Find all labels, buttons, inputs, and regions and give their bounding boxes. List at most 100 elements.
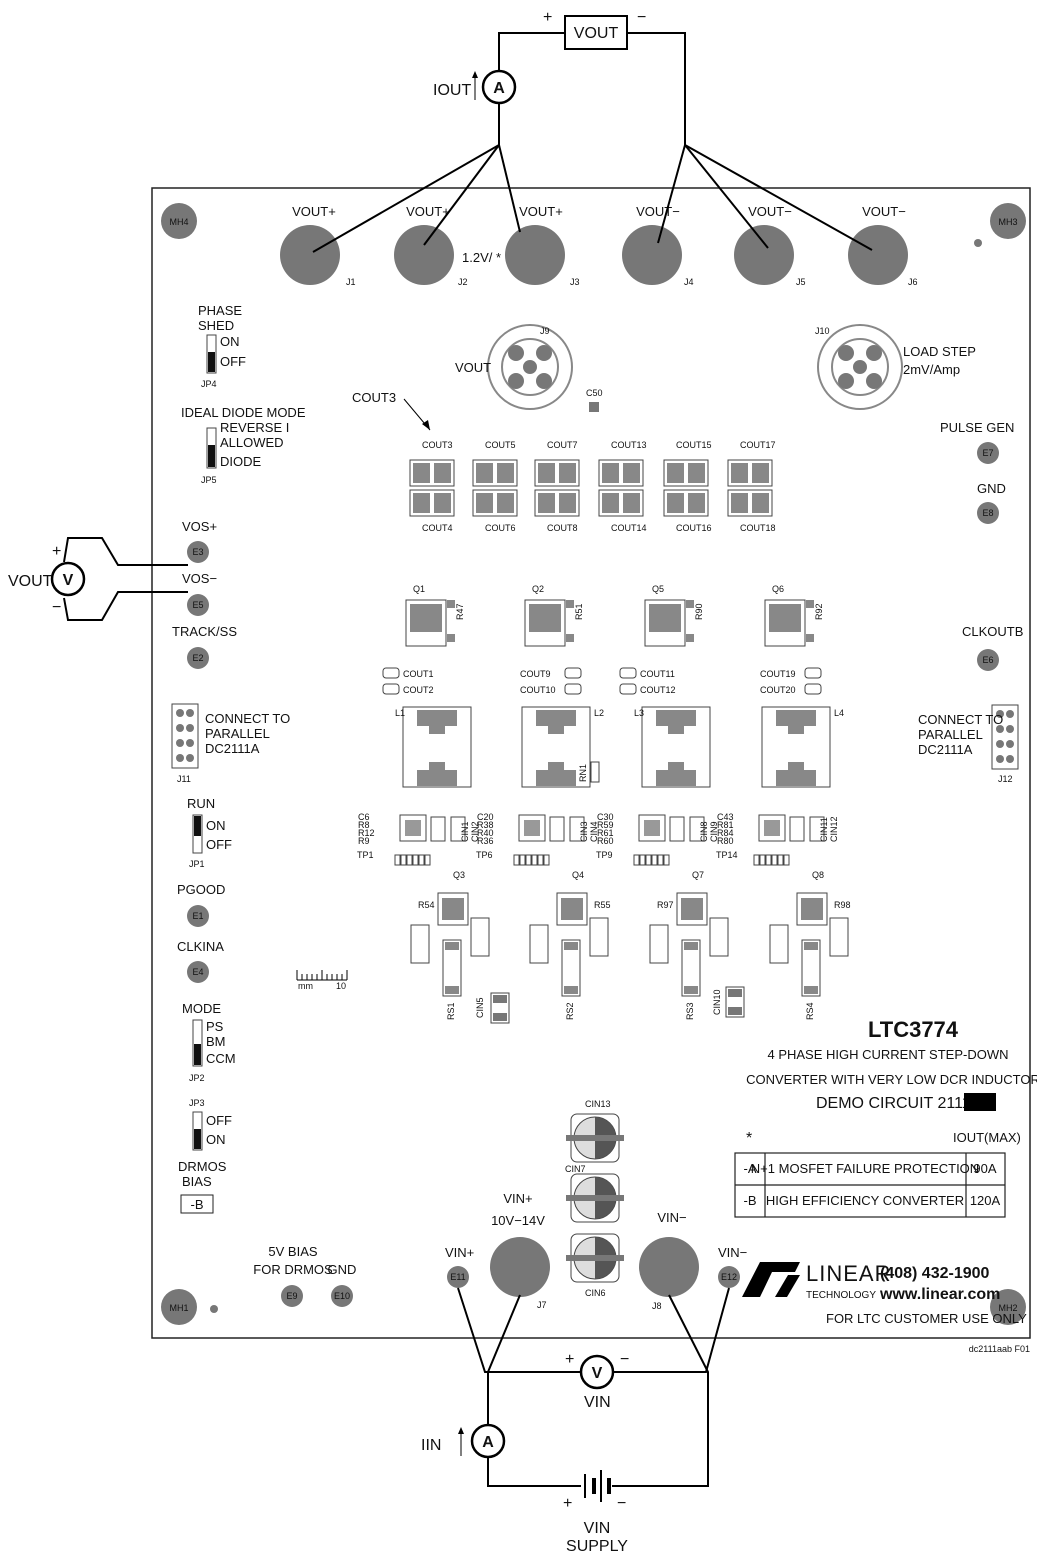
phase-shed-on: ON <box>220 334 240 349</box>
inductor-2: L3 <box>634 708 644 718</box>
e5-ref: E5 <box>192 600 203 610</box>
cin-b-2: CIN9 <box>709 821 719 842</box>
ammeter-in-label: A <box>482 1434 494 1451</box>
terminal-j8[interactable] <box>639 1237 699 1297</box>
tp-ref-2: TP9 <box>596 850 613 860</box>
cout-bot-5: COUT18 <box>740 523 776 533</box>
phase-shed-off: OFF <box>220 354 246 369</box>
vin-meter-minus: − <box>620 1351 629 1368</box>
vout-note: 1.2V/ * <box>462 250 501 265</box>
table-row1-i: 120A <box>970 1193 1001 1208</box>
table-row1-d: HIGH EFFICIENCY CONVERTER <box>766 1193 964 1208</box>
vin-minus-label: VIN− <box>657 1210 686 1225</box>
cout-bot-1: COUT6 <box>485 523 516 533</box>
terminal-j1[interactable] <box>280 225 340 285</box>
r-top-3: R92 <box>814 603 824 620</box>
r-top-0: R47 <box>455 603 465 620</box>
cin-b-1: CIN4 <box>589 821 599 842</box>
small-ref-2-3: R60 <box>597 836 614 846</box>
ruler-mm: mm <box>298 981 313 991</box>
cin10-label: CIN10 <box>712 989 722 1015</box>
tp-ref-3: TP14 <box>716 850 738 860</box>
phase-2: Q2R51COUT9COUT10L2U4CIN3CIN4C20R38R40R36… <box>476 584 611 1020</box>
terminal-j3[interactable] <box>505 225 565 285</box>
figure-id: dc2111aab F01 <box>969 1344 1030 1354</box>
small-ref-0-0: C6 <box>358 812 370 822</box>
j5-ref: J5 <box>796 277 806 287</box>
cout-top-4: COUT15 <box>676 440 712 450</box>
j10-ref: J10 <box>815 326 830 336</box>
cout-mid-b-1: COUT10 <box>520 685 556 695</box>
small-ref-2-2: R61 <box>597 828 614 838</box>
cout-mid-b-2: COUT12 <box>640 685 676 695</box>
cout-bot-4: COUT16 <box>676 523 712 533</box>
vin-plus-label: VIN+ <box>503 1191 532 1206</box>
j4-ref: J4 <box>684 277 694 287</box>
variant-table <box>734 1152 1006 1218</box>
cout-bot-3: COUT14 <box>611 523 647 533</box>
small-ref-2-0: C30 <box>597 812 614 822</box>
top-plus: + <box>543 9 552 26</box>
ammeter-out-label: A <box>493 80 505 97</box>
e7-ref: E7 <box>982 448 993 458</box>
cin-a-0: CIN1 <box>460 821 470 842</box>
supply-vin: VIN <box>584 1520 611 1537</box>
vin-meter-label: VIN <box>584 1394 611 1411</box>
terminal-j2[interactable] <box>394 225 454 285</box>
input-bulk-caps <box>566 1113 624 1283</box>
terminal-j4[interactable] <box>622 225 682 285</box>
phase-3: Q5R90COUT11COUT12L3U7CIN8CIN9C30R59R61R6… <box>596 584 729 1020</box>
terminal-j7[interactable] <box>490 1237 550 1297</box>
cout-mid-a-0: COUT1 <box>403 669 434 679</box>
vout-box-label: VOUT <box>574 25 619 42</box>
ideal-diode-title: IDEAL DIODE MODE <box>181 405 306 420</box>
j9-bnc <box>487 324 573 410</box>
left-vout-label: VOUT <box>8 573 53 590</box>
jp3-ref: JP3 <box>189 1098 205 1108</box>
j12-l3: DC2111A <box>918 742 973 757</box>
iin-arrow-icon <box>458 1427 464 1456</box>
bias-l2: FOR DRMOS <box>253 1262 333 1277</box>
cout-mid-a-1: COUT9 <box>520 669 551 679</box>
j2-ref: J2 <box>458 277 468 287</box>
cout-top-1: COUT5 <box>485 440 516 450</box>
mh1-label: MH1 <box>169 1303 188 1313</box>
j12-l1: CONNECT TO <box>918 712 1003 727</box>
voltmeter-in-label: V <box>592 1365 603 1382</box>
board-title: LTC3774 <box>868 1017 959 1042</box>
top-minus: − <box>637 9 646 26</box>
cout3-callout: COUT3 <box>352 390 396 405</box>
q-top-1: Q2 <box>532 584 544 594</box>
bias-l1: 5V BIAS <box>268 1244 317 1259</box>
small-ref-1-0: C20 <box>477 812 494 822</box>
small-ref-0-2: R12 <box>358 828 375 838</box>
jp3-off: OFF <box>206 1113 232 1128</box>
top-wiring <box>312 32 873 253</box>
r-bot-3: R98 <box>834 900 851 910</box>
cout-top-3: COUT13 <box>611 440 647 450</box>
small-ref-1-3: R36 <box>477 836 494 846</box>
ideal-diode-l2: ALLOWED <box>220 435 284 450</box>
j11-l2: PARALLEL <box>205 726 270 741</box>
j9-ref: J9 <box>540 326 550 336</box>
board-sub2: CONVERTER WITH VERY LOW DCR INDUCTOR <box>746 1072 1037 1087</box>
terminal-j6[interactable] <box>848 225 908 285</box>
vos-minus-label: VOS− <box>182 571 217 586</box>
small-ref-3-2: R84 <box>717 828 734 838</box>
c50-label: C50 <box>586 388 603 398</box>
cin5-label: CIN5 <box>475 997 485 1018</box>
jp4-ref: JP4 <box>201 379 217 389</box>
e3-ref: E3 <box>192 547 203 557</box>
terminal-j5[interactable] <box>734 225 794 285</box>
j2-label: VOUT+ <box>406 204 450 219</box>
cin-a-1: CIN3 <box>579 821 589 842</box>
cin-a-2: CIN8 <box>699 821 709 842</box>
inductor-0: L1 <box>395 708 405 718</box>
cout-grid: COUT3COUT4COUT5COUT6COUT7COUT8COUT13COUT… <box>409 440 776 533</box>
cout-top-5: COUT17 <box>740 440 776 450</box>
j11-header <box>171 703 199 769</box>
e9-ref: E9 <box>286 1291 297 1301</box>
mh3-label: MH3 <box>998 217 1017 227</box>
q-bot-2: Q7 <box>692 870 704 880</box>
j11-l3: DC2111A <box>205 741 260 756</box>
